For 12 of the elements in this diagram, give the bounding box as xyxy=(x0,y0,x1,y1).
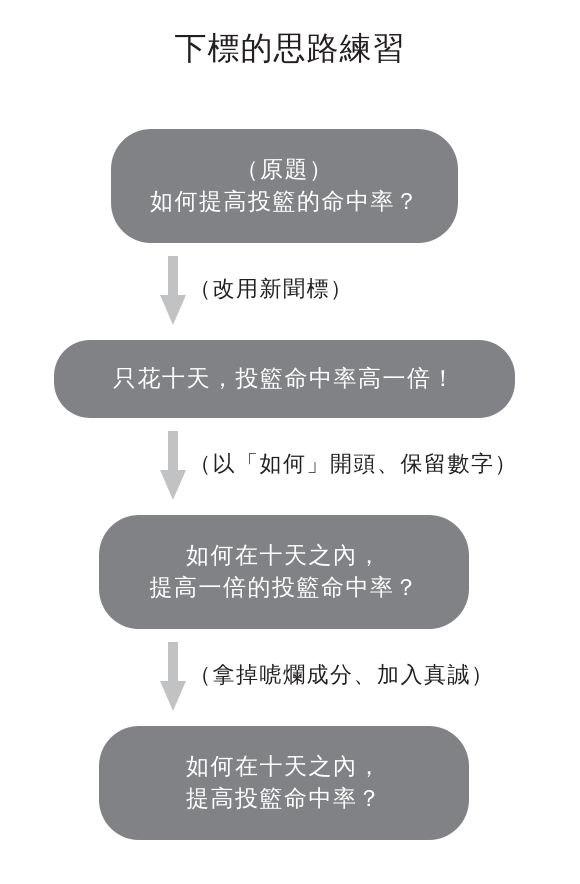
process-box xyxy=(99,515,469,629)
diagram-title: 下標的思路練習 xyxy=(174,28,406,69)
process-box xyxy=(99,726,469,840)
arrow xyxy=(160,642,186,711)
process-box xyxy=(111,129,458,243)
node-text: 只花十天，投籃命中率高一倍！ xyxy=(113,365,456,394)
node-text: 如何在十天之內，提高投籃命中率？ xyxy=(185,753,383,814)
node-text: 如何在十天之內，提高一倍的投籃命中率？ xyxy=(148,542,420,603)
arrow xyxy=(160,256,186,325)
arrow xyxy=(160,431,186,500)
node-text: 如何提高投籃的命中率？ xyxy=(150,188,420,217)
node-heading: （原題） xyxy=(236,156,334,185)
